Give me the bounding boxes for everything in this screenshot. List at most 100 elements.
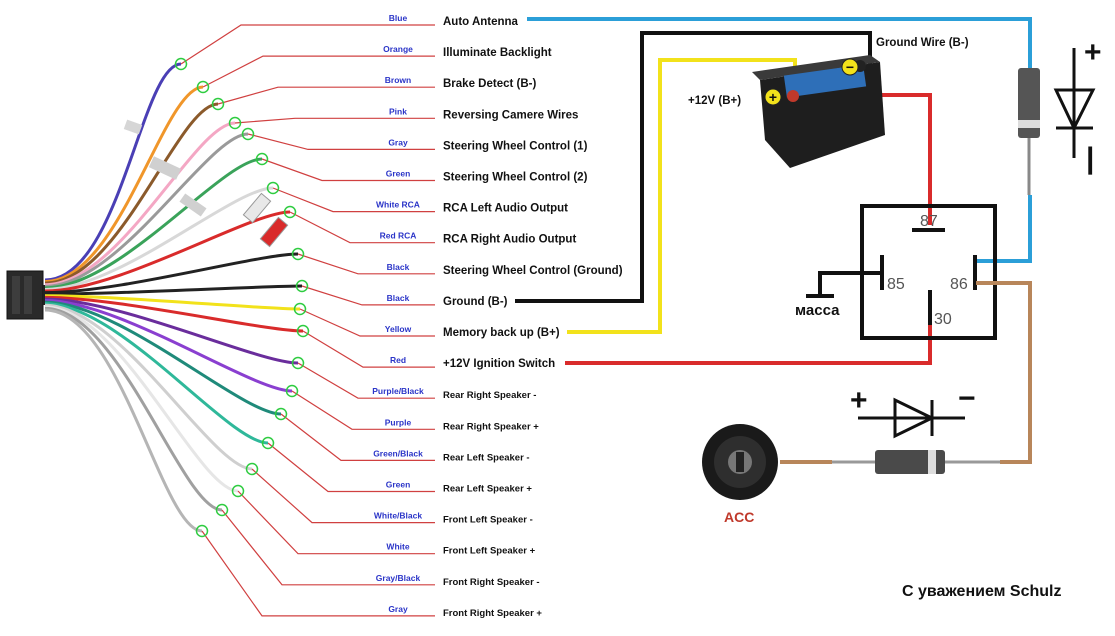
label-leader	[302, 330, 435, 368]
wire-function-label: Illuminate Backlight	[443, 47, 552, 59]
wire-marker	[241, 127, 255, 141]
wire-function-label: Rear Right Speaker +	[443, 421, 539, 432]
label-leader	[234, 117, 435, 124]
wire-color-label: Green/Black	[373, 448, 423, 458]
wire-color-label: Gray	[388, 137, 408, 147]
wire-function-label: RCA Left Audio Output	[443, 203, 568, 215]
wire-function-label: Rear Left Speaker +	[443, 484, 532, 495]
wire-marker	[245, 462, 259, 476]
harness-wire	[44, 294, 301, 311]
wire-function-label: Brake Detect (B-)	[443, 78, 536, 90]
wire-color-label: Green	[386, 480, 411, 490]
label-leader	[180, 24, 435, 65]
wire-color-label: Pink	[389, 106, 407, 116]
relay-pin-85: 85	[887, 276, 905, 293]
label-leader	[247, 133, 435, 150]
wire-function-label: Steering Wheel Control (1)	[443, 140, 588, 152]
wire-marker	[228, 116, 242, 130]
wire-color-label: Green	[386, 169, 411, 179]
wire-color-label: Black	[387, 262, 410, 272]
wire-markers	[174, 57, 310, 538]
wire-marker	[291, 356, 305, 370]
relay-pin-30: 30	[934, 311, 952, 328]
wire-color-label: Gray/Black	[376, 573, 421, 583]
horizontal-diode-minus: −	[958, 382, 976, 415]
label-leader	[221, 509, 435, 586]
battery-plus-label: +12V (B+)	[688, 95, 741, 107]
wire-function-label: Steering Wheel Control (Ground)	[443, 265, 623, 277]
label-leader	[202, 55, 435, 88]
massa-wire	[818, 271, 882, 295]
label-leader	[272, 187, 435, 213]
wire-function-label: Auto Antenna	[443, 16, 519, 28]
acc-label: ACC	[724, 509, 754, 525]
rca-plug-icon	[242, 192, 272, 224]
wire-function-label: Steering Wheel Control (2)	[443, 172, 588, 184]
wire-color-label: Brown	[385, 75, 411, 85]
battery-plus-icon: +	[764, 88, 782, 106]
wire-color-label: Red RCA	[380, 231, 417, 241]
wire-color-label: White	[386, 542, 409, 552]
harness-wire	[44, 252, 299, 295]
label-leader	[280, 413, 435, 461]
wire-marker	[296, 324, 310, 338]
wire-marker	[255, 152, 269, 166]
wire-color-label: Blue	[389, 13, 408, 23]
harness-wire	[44, 297, 299, 365]
harness-wire	[44, 305, 239, 493]
diode-symbol-vertical	[1053, 48, 1096, 158]
label-leader	[251, 468, 435, 524]
label-leader	[261, 158, 435, 182]
label-leader	[301, 285, 435, 306]
harness-wire	[44, 121, 236, 287]
massa-label: масса	[795, 302, 840, 319]
wire-marker	[231, 484, 245, 498]
harness-connector	[6, 270, 51, 320]
wire-function-label: Front Right Speaker -	[443, 577, 540, 588]
harness-wire	[44, 299, 293, 393]
label-leader	[297, 253, 435, 275]
wire-function-label: Rear Right Speaker -	[443, 390, 536, 401]
harness-wire	[44, 303, 253, 471]
wire-color-label: Orange	[383, 44, 413, 54]
relay-pin-87: 87	[920, 213, 938, 230]
wire-marker	[274, 407, 288, 421]
antenna-diode	[1018, 68, 1040, 195]
wire-function-label: Front Left Speaker +	[443, 546, 536, 557]
horizontal-diode-plus: +	[850, 384, 868, 417]
wire-color-label: Gray	[388, 604, 408, 614]
harness-wire	[44, 302, 269, 445]
memory-wire	[567, 58, 797, 334]
label-leader	[217, 86, 435, 105]
ground-wire	[515, 31, 872, 303]
wire-color-label: Red	[390, 355, 406, 365]
harness-wire	[44, 186, 274, 291]
label-leaders	[180, 24, 435, 617]
wire-color-label: Purple	[385, 417, 412, 427]
wire-function-label: Reversing Camere Wires	[443, 109, 578, 121]
harness-wires	[44, 62, 304, 533]
wire-color-label: Purple/Black	[372, 386, 424, 396]
wire-marker	[283, 205, 297, 219]
label-leader	[237, 490, 435, 555]
harness-wire	[44, 132, 249, 288]
harness-wire	[44, 308, 203, 533]
harness-wire	[44, 157, 263, 290]
wire-color-label: Black	[387, 293, 410, 303]
wire-marker	[266, 181, 280, 195]
wire-function-label: RCA Right Audio Output	[443, 234, 576, 246]
wire-marker	[295, 279, 309, 293]
rca-plug-icon	[259, 216, 289, 248]
label-leader	[291, 390, 435, 430]
harness-wire	[44, 210, 291, 293]
wire-color-label: White/Black	[374, 511, 422, 521]
label-leader	[201, 530, 435, 617]
acc-wire	[976, 281, 1032, 464]
svg-text:+: +	[769, 89, 777, 105]
acc-diode	[832, 450, 1000, 474]
battery	[752, 55, 885, 168]
harness-tags	[123, 119, 207, 217]
wire-color-label: Yellow	[385, 324, 412, 334]
relay-pin-86: 86	[950, 276, 968, 293]
